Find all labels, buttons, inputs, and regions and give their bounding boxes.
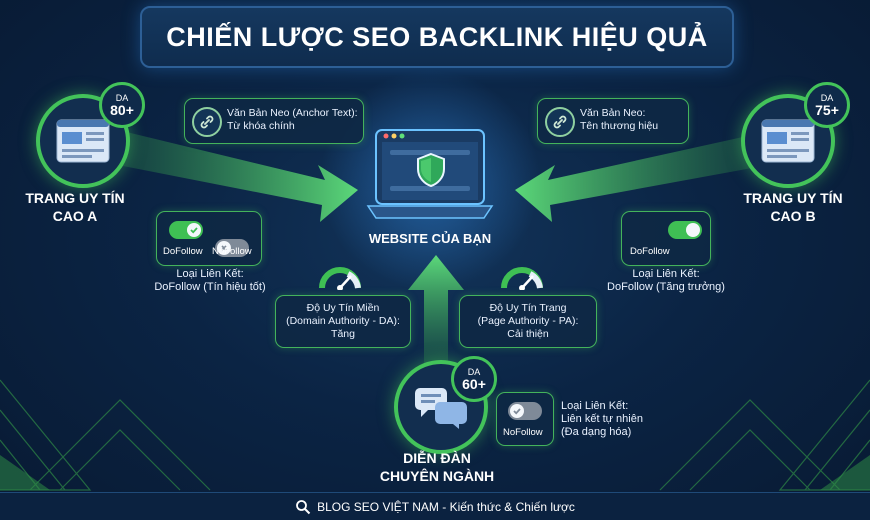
link-type-left-line1: Loại Liên Kết: <box>176 268 244 280</box>
da-metric-line3: Tăng <box>331 328 355 340</box>
da-value: 75+ <box>815 101 839 118</box>
check-icon <box>190 227 198 234</box>
forum-name-line2: CHUYÊN NGÀNH <box>379 468 495 484</box>
check-icon <box>513 408 521 415</box>
webpage-icon <box>56 119 110 163</box>
site-a-name-line2: CAO A <box>52 208 98 224</box>
search-icon <box>296 500 311 515</box>
forum-name-line1: DIỄN ĐÀN <box>403 450 471 466</box>
domain-authority-box: Độ Uy Tín Miền (Domain Authority - DA): … <box>275 295 411 348</box>
da-metric-line1: Độ Uy Tín Miền <box>306 302 380 314</box>
dofollow-toggle <box>169 221 203 239</box>
nofollow-toggle <box>215 239 249 257</box>
link-type-toggles-left: DoFollow NoFollow <box>156 211 262 266</box>
link-icon <box>545 107 575 137</box>
anchor-right-line1: Văn Bản Neo: <box>580 107 646 119</box>
nofollow-label: NoFollow <box>503 427 543 438</box>
da-label: DA <box>820 92 834 103</box>
shield-icon <box>415 152 447 188</box>
anchor-right-line2: Tên thương hiệu <box>580 120 659 132</box>
link-type-right-line2: DoFollow (Tăng trưởng) <box>607 281 725 293</box>
forum-label: DIỄN ĐÀN CHUYÊN NGÀNH <box>362 449 512 485</box>
page-authority-box: Độ Uy Tín Trang (Page Authority - PA): C… <box>459 295 597 348</box>
site-b-circle <box>741 94 835 188</box>
link-type-forum-line2: Liên kết tự nhiên <box>561 413 643 425</box>
anchor-left-line2: Từ khóa chính <box>227 120 295 132</box>
da-value: 80+ <box>110 101 134 118</box>
link-type-right-line1: Loại Liên Kết: <box>632 268 700 280</box>
chat-bubbles-icon <box>415 388 467 429</box>
da-label: DA <box>467 366 481 377</box>
dofollow-label: DoFollow <box>630 246 670 257</box>
anchor-text-callout-left: Văn Bản Neo (Anchor Text): Từ khóa chính <box>184 98 364 144</box>
link-type-forum-line1: Loại Liên Kết: <box>561 400 629 412</box>
pa-metric-line1: Độ Uy Tín Trang <box>489 302 567 314</box>
da-value: 60+ <box>462 375 486 392</box>
link-icon <box>192 107 222 137</box>
dofollow-toggle <box>668 221 702 239</box>
site-b-da-badge: DA 75+ <box>804 82 850 128</box>
gauge-icon <box>318 264 362 295</box>
title-banner: CHIẾN LƯỢC SEO BACKLINK HIỆU QUẢ <box>140 6 734 68</box>
link-type-toggle-right: DoFollow <box>621 211 711 266</box>
nofollow-label: NoFollow <box>212 246 252 257</box>
site-b-name-line2: CAO B <box>770 208 816 224</box>
link-type-toggle-forum: NoFollow <box>496 392 554 446</box>
nofollow-toggle <box>508 402 542 420</box>
link-type-left-line2: DoFollow (Tín hiệu tốt) <box>154 281 266 293</box>
gauge-icon <box>500 264 544 295</box>
da-metric-line2: (Domain Authority - DA): <box>286 315 400 327</box>
pa-metric-line2: (Page Authority - PA): <box>477 315 579 327</box>
center-website-label: WEBSITE CỦA BẠN <box>368 231 492 246</box>
webpage-icon <box>761 119 815 163</box>
site-b-label: TRANG UY TÍN CAO B <box>723 189 863 225</box>
arrow-from-forum <box>408 255 464 365</box>
site-a-name-line1: TRANG UY TÍN <box>25 190 125 206</box>
arrow-from-site-a <box>118 130 358 222</box>
site-a-label: TRANG UY TÍN CAO A <box>5 189 145 225</box>
x-icon <box>221 245 227 251</box>
anchor-text-callout-right: Văn Bản Neo: Tên thương hiệu <box>537 98 689 144</box>
da-label: DA <box>115 92 129 103</box>
link-type-forum-line3: (Đa dạng hóa) <box>561 426 632 438</box>
footer-bar: BLOG SEO VIỆT NAM - Kiến thức & Chiến lư… <box>0 492 870 520</box>
footer-text: BLOG SEO VIỆT NAM - Kiến thức & Chiến lư… <box>317 500 575 514</box>
forum-da-badge: DA 60+ <box>451 356 497 402</box>
pa-metric-line3: Cải thiện <box>507 328 549 340</box>
link-type-forum-caption: Loại Liên Kết: Liên kết tự nhiên (Đa dạn… <box>561 400 691 439</box>
link-type-left-caption: Loại Liên Kết: DoFollow (Tín hiệu tốt) <box>140 268 280 294</box>
arrow-from-site-b <box>515 135 752 222</box>
page-title: CHIẾN LƯỢC SEO BACKLINK HIỆU QUẢ <box>166 21 708 52</box>
site-a-da-badge: DA 80+ <box>99 82 145 128</box>
site-b-name-line1: TRANG UY TÍN <box>743 190 843 206</box>
link-type-right-caption: Loại Liên Kết: DoFollow (Tăng trưởng) <box>596 268 736 294</box>
dofollow-label: DoFollow <box>163 246 203 257</box>
anchor-left-line1: Văn Bản Neo (Anchor Text): <box>227 107 358 119</box>
